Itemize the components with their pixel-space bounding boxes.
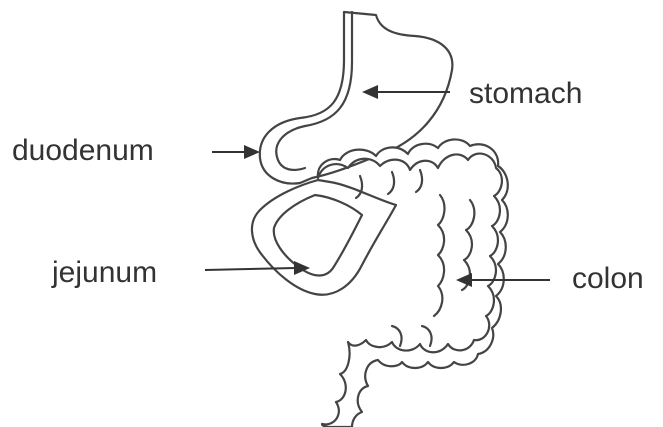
stomach-label: stomach bbox=[469, 77, 582, 110]
duodenum-arrow bbox=[212, 145, 260, 159]
colon-label: colon bbox=[572, 262, 644, 295]
duodenum-label: duodenum bbox=[12, 134, 154, 167]
jejunum-shape bbox=[252, 180, 396, 295]
jejunum-arrow bbox=[205, 261, 310, 275]
jejunum-label: jejunum bbox=[51, 256, 157, 289]
